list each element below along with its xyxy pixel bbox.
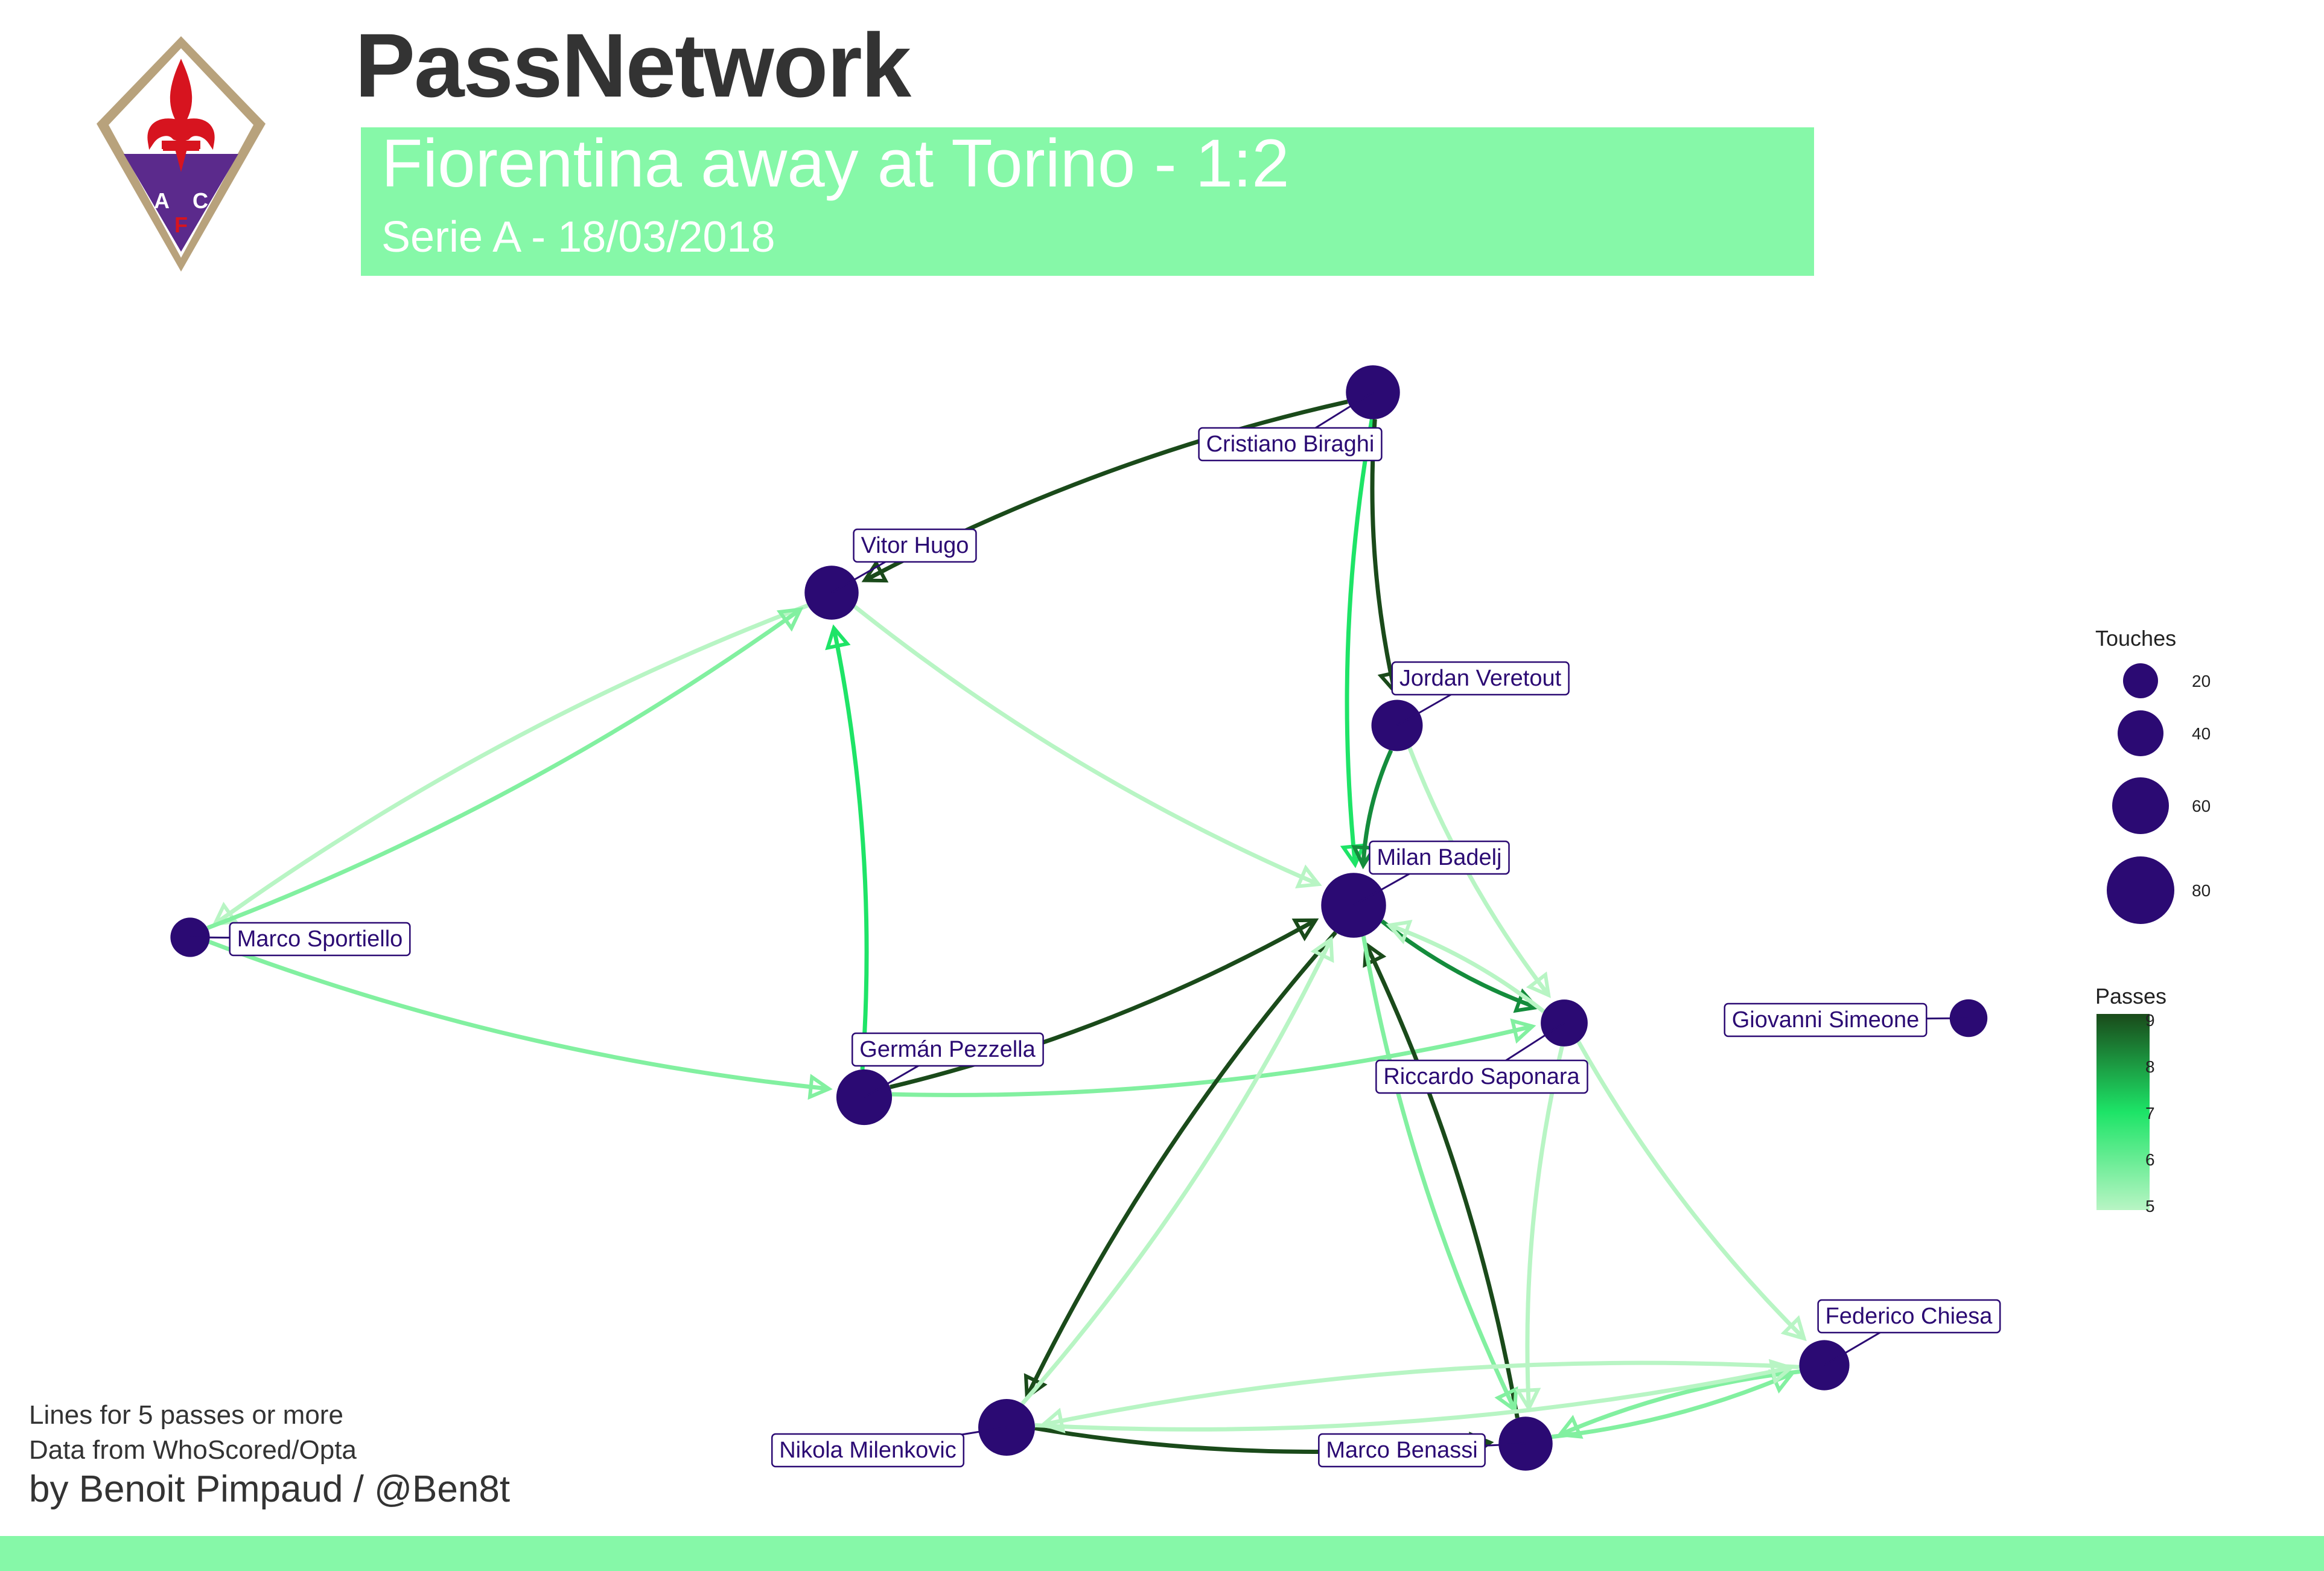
pass-edge-milan-badelj-to-marco-benassi [1361, 935, 1517, 1411]
lily-icon [147, 59, 215, 160]
player-label-box-german-pezzella [852, 1032, 1044, 1067]
player-label-german-pezzella: Germán Pezzella [859, 1037, 1036, 1062]
pass-edge-marco-benassi-to-federico-chiesa [1551, 1371, 1793, 1439]
touches-legend-label-60: 60 [2192, 797, 2211, 815]
player-label-marco-sportiello: Marco Sportiello [237, 926, 403, 952]
pass-arrowhead-milan-badelj-to-marco-benassi [1494, 1386, 1518, 1413]
passes-colorbar [2096, 1014, 2150, 1210]
pass-edge-jordan-veretout-to-milan-badelj [1361, 749, 1393, 866]
pass-arrowhead-german-pezzella-to-vitor-hugo [825, 624, 851, 651]
footer-note-threshold: Lines for 5 passes or more [29, 1400, 343, 1430]
pass-arrowhead-nikola-milenkovic-to-milan-badelj [1310, 935, 1334, 963]
page-title: PassNetwork [355, 14, 911, 116]
player-label-vitor-hugo: Vitor Hugo [861, 533, 969, 558]
pass-edges [206, 400, 1807, 1458]
fiorentina-logo: A C F [97, 36, 266, 272]
competition-date: Serie A - 18/03/2018 [381, 213, 775, 261]
player-nodes [170, 365, 1988, 1471]
passes-legend-ticks: 9 8 7 6 5 [2145, 1011, 2155, 1216]
pass-arrowhead-cristiano-biraghi-to-vitor-hugo [861, 559, 889, 583]
footer-note-source: Data from WhoScored/Opta [29, 1435, 357, 1465]
player-label-box-marco-sportiello [229, 922, 411, 957]
passes-legend-tick-8: 8 [2145, 1057, 2155, 1076]
pass-arrowhead-jordan-veretout-to-milan-badelj [1351, 845, 1378, 870]
bottom-bar [0, 1536, 2324, 1571]
passes-legend-title: Passes [2095, 984, 2166, 1009]
pass-edge-german-pezzella-to-milan-badelj [890, 918, 1317, 1089]
player-label-box-marco-benassi [1318, 1433, 1486, 1468]
logo-letter-f: F [174, 212, 188, 237]
player-label-box-cristiano-biraghi [1198, 427, 1383, 462]
passes-legend-tick-5: 5 [2145, 1197, 2155, 1216]
player-label-box-federico-chiesa [1817, 1299, 2001, 1334]
passes-legend-tick-9: 9 [2145, 1011, 2155, 1030]
pass-edge-riccardo-saponara-to-federico-chiesa [1576, 1040, 1806, 1340]
pass-arrowhead-riccardo-saponara-to-marco-benassi [1515, 1388, 1541, 1412]
player-label-box-riccardo-saponara [1375, 1059, 1588, 1094]
player-label-giovanni-simeone: Giovanni Simeone [1732, 1007, 1920, 1033]
player-label-jordan-veretout: Jordan Veretout [1399, 666, 1562, 691]
player-label-marco-benassi: Marco Benassi [1326, 1438, 1477, 1463]
player-label-box-milan-badelj [1369, 840, 1510, 875]
touches-legend-circle-40 [2118, 710, 2163, 756]
pass-edge-cristiano-biraghi-to-milan-badelj [1345, 419, 1374, 865]
player-label-federico-chiesa: Federico Chiesa [1826, 1304, 1993, 1329]
touches-legend-label-20: 20 [2192, 672, 2211, 690]
touches-legend-label-80: 80 [2192, 881, 2211, 900]
pass-edge-riccardo-saponara-to-milan-badelj [1388, 923, 1546, 1013]
passes-legend-tick-7: 7 [2145, 1104, 2155, 1123]
touches-legend-circle-80 [2107, 856, 2174, 924]
pass-edge-vitor-hugo-to-milan-badelj [853, 605, 1320, 887]
touches-legend-circle-60 [2112, 777, 2169, 834]
passes-legend-tick-6: 6 [2145, 1150, 2155, 1169]
legend: Touches 20 40 60 80 Passes 9 8 7 6 5 [2095, 626, 2211, 1216]
pass-arrowhead-marco-sportiello-to-german-pezzella [807, 1074, 833, 1100]
pass-edge-marco-benassi-to-milan-badelj [1364, 943, 1520, 1418]
pass-arrowhead-jordan-veretout-to-riccardo-saponara [1526, 971, 1551, 998]
player-label-cristiano-biraghi: Cristiano Biraghi [1206, 432, 1375, 457]
pass-edge-riccardo-saponara-to-marco-benassi [1525, 1045, 1564, 1409]
match-title: Fiorentina away at Torino - 1:2 [381, 126, 1290, 201]
pass-edge-marco-sportiello-to-vitor-hugo [206, 607, 802, 930]
logo-letter-c: C [193, 188, 208, 213]
player-label-box-nikola-milenkovic [771, 1433, 965, 1468]
pass-arrowhead-german-pezzella-to-milan-badelj [1291, 918, 1319, 942]
touches-legend-label-40: 40 [2192, 724, 2211, 743]
pass-arrowhead-riccardo-saponara-to-federico-chiesa [1780, 1315, 1807, 1342]
player-label-box-giovanni-simeone [1724, 1002, 1928, 1037]
pass-arrowhead-riccardo-saponara-to-milan-badelj [1386, 919, 1413, 945]
player-label-box-jordan-veretout [1391, 661, 1570, 696]
player-label-milan-badelj: Milan Badelj [1377, 845, 1502, 870]
logo-letter-a: A [154, 188, 170, 213]
pass-edge-marco-sportiello-to-german-pezzella [208, 940, 829, 1091]
pass-edge-german-pezzella-to-vitor-hugo [832, 627, 869, 1070]
pass-arrowhead-federico-chiesa-to-nikola-milenkovic [1039, 1407, 1066, 1433]
match-banner [361, 127, 1814, 276]
touches-legend-circle-20 [2123, 663, 2158, 698]
pass-edge-jordan-veretout-to-riccardo-saponara [1407, 747, 1550, 997]
touches-legend-title: Touches [2095, 626, 2176, 651]
pass-edge-federico-chiesa-to-nikola-milenkovic [1043, 1360, 1800, 1427]
player-label-riccardo-saponara: Riccardo Saponara [1383, 1064, 1580, 1089]
pass-edge-milan-badelj-to-nikola-milenkovic [1025, 931, 1337, 1398]
pass-edge-nikola-milenkovic-to-milan-badelj [1020, 938, 1333, 1406]
pass-arrowhead-marco-sportiello-to-vitor-hugo [776, 607, 804, 632]
player-label-nikola-milenkovic: Nikola Milenkovic [779, 1438, 957, 1463]
pass-edge-nikola-milenkovic-to-federico-chiesa [1034, 1365, 1792, 1432]
player-label-box-vitor-hugo [853, 528, 977, 563]
pass-arrowhead-german-pezzella-to-riccardo-saponara [1510, 1018, 1536, 1044]
footer-author: by Benoit Pimpaud / @Ben8t [29, 1468, 511, 1510]
pass-edge-vitor-hugo-to-marco-sportiello [214, 603, 809, 926]
touches-legend: 20 40 60 80 [2107, 663, 2211, 924]
pass-edge-federico-chiesa-to-marco-benassi [1559, 1369, 1801, 1437]
pass-arrowhead-vitor-hugo-to-milan-badelj [1295, 864, 1322, 889]
